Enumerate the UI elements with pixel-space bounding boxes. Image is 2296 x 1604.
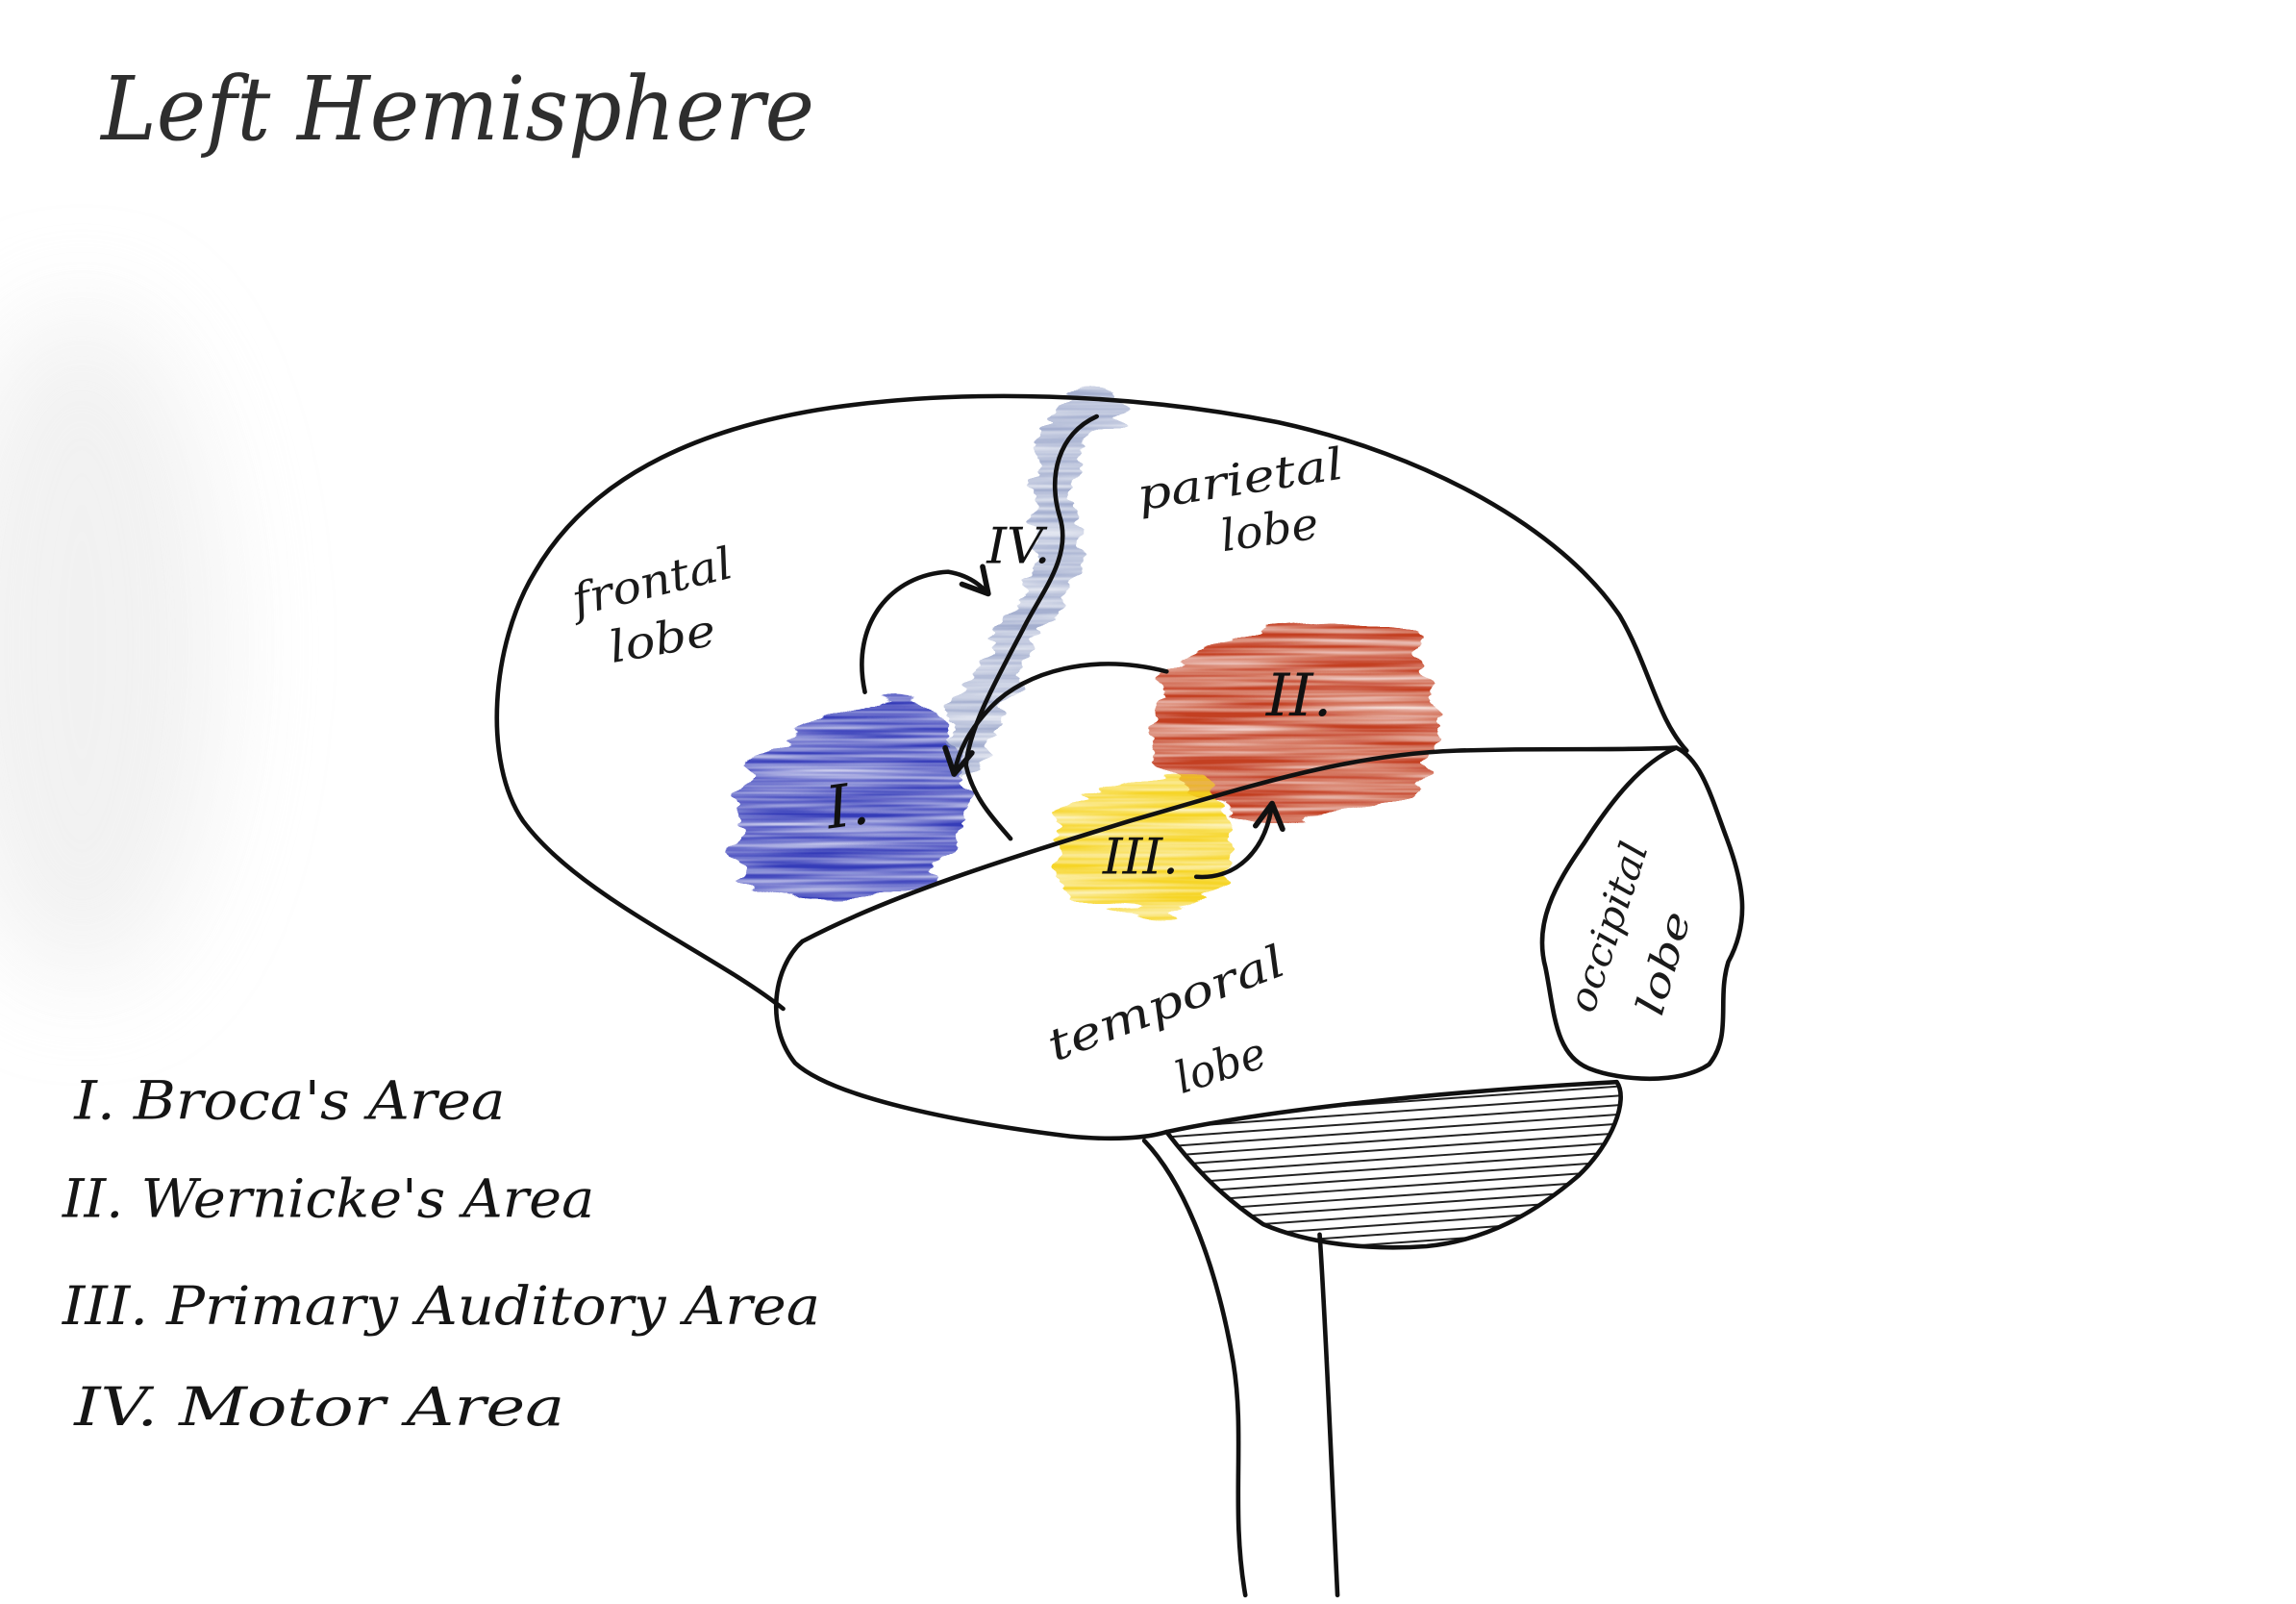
temporal-lobe-label-line-2: lobe — [1168, 1027, 1272, 1104]
legend-numeral: III. — [62, 1276, 148, 1338]
legend-item-wernicke: II. Wernicke's Area — [62, 1169, 594, 1231]
cerebellum-hatch-line — [1166, 1159, 1621, 1196]
motor-area-numeral: IV. — [986, 518, 1050, 576]
occipital-lobe-outline — [1539, 745, 1745, 1082]
legend-item-broca: I. Broca's Area — [73, 1071, 505, 1133]
arrow-to-motor-area — [860, 564, 991, 694]
cerebellum-outline — [1164, 1079, 1623, 1250]
occipital-lobe-label-line-2: lobe — [1628, 907, 1700, 1020]
legend-label: Wernicke's Area — [141, 1169, 595, 1231]
auditory-area-numeral: III. — [1102, 829, 1179, 887]
occipital-lobe-label: occipital lobe — [1560, 837, 1700, 1020]
central-sulcus-line — [963, 414, 1099, 841]
temporal-lobe-outline — [773, 939, 1169, 1141]
cerebellum-hatch-line — [1166, 1224, 1621, 1248]
paper-smudge — [0, 308, 223, 983]
cerebellum-hatch-line — [1166, 1102, 1621, 1140]
cerebellum-hatch-line — [1166, 1205, 1621, 1243]
cerebellum-hatch-line — [1166, 1187, 1621, 1224]
legend-numeral: I. — [73, 1071, 115, 1133]
legend-label: Primary Auditory Area — [165, 1276, 820, 1338]
wernicke-area-numeral: II. — [1265, 662, 1332, 730]
auditory-area-patch — [1050, 775, 1231, 915]
cerebellum-hatch-line — [1166, 1149, 1621, 1187]
broca-area-patch — [737, 691, 963, 897]
cerebrum-outline — [494, 393, 1689, 1012]
cerebellum-hatch-line — [1166, 1140, 1621, 1178]
cerebellum-hatch-line — [1166, 1196, 1621, 1234]
cerebellum-hatch-line — [1166, 1121, 1621, 1159]
cerebellum-hatch-line — [1166, 1234, 1621, 1248]
legend-numeral: IV. — [73, 1377, 158, 1439]
legend-numeral: II. — [62, 1169, 124, 1231]
lateral-sulcus-line — [800, 745, 1679, 944]
legend-label: Broca's Area — [133, 1071, 506, 1133]
arrow-auditory-to-wernicke — [1193, 800, 1285, 880]
legend: I. Broca's Area II. Wernicke's Area III.… — [62, 1071, 820, 1439]
frontal-lobe-label: frontal lobe — [563, 537, 737, 673]
legend-item-motor: IV. Motor Area — [73, 1377, 564, 1439]
brainstem-left-edge — [1141, 1138, 1248, 1598]
brainstem-right-edge — [1317, 1232, 1340, 1598]
parietal-lobe-label-line-2: lobe — [1217, 497, 1322, 562]
broca-area-numeral: I. — [821, 769, 874, 842]
legend-label: Motor Area — [178, 1377, 564, 1439]
cerebellum-hatch-line — [1166, 1092, 1621, 1131]
cerebellum-hatch-line — [1166, 1112, 1621, 1149]
arrow-wernicke-to-broca — [942, 662, 1169, 777]
parietal-lobe-label: parietal lobe — [1134, 438, 1347, 562]
cerebellum-hatch-line — [1166, 1130, 1621, 1168]
legend-item-primary-auditory: III. Primary Auditory Area — [62, 1276, 820, 1338]
temporal-lobe-label: temporal lobe — [1040, 935, 1292, 1104]
wernicke-area-patch — [1154, 628, 1434, 816]
page-title: Left Hemisphere — [99, 58, 814, 160]
cerebellum-hatch-line — [1144, 1254, 1642, 1290]
